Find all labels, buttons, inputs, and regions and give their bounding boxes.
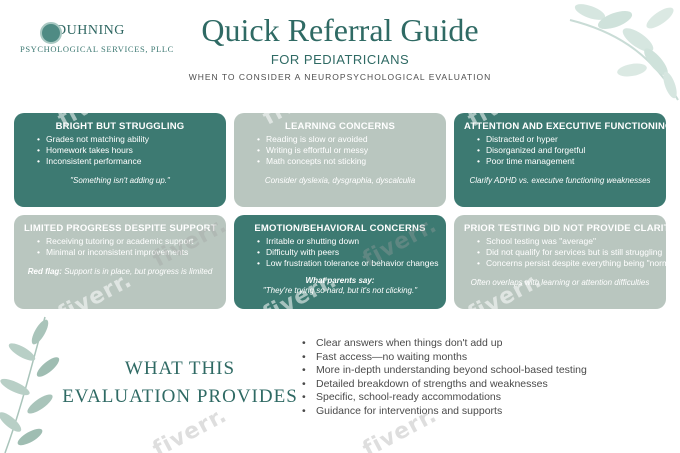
list-item: Clear answers when things don't add up — [300, 337, 587, 351]
card-list: Receiving tutoring or academic support M… — [24, 236, 216, 258]
list-item: Detailed breakdown of strengths and weak… — [300, 378, 587, 392]
card-title: LIMITED PROGRESS DESPITE SUPPORT — [24, 223, 217, 234]
card-footer: Consider dyslexia, dysgraphia, dyscalcul… — [264, 176, 416, 185]
logo: DUHNING PSYCHOLOGICAL SERVICES, PLLC — [20, 22, 174, 54]
red-flag-text: Support is in place, but progress is lim… — [61, 267, 213, 276]
card-title: EMOTION/BEHAVIORAL CONCERNS — [254, 223, 426, 234]
page-tagline: WHEN TO CONSIDER A NEUROPSYCHOLOGICAL EV… — [188, 72, 492, 82]
evaluation-title-line1: WHAT THIS — [124, 358, 236, 379]
parents-say-quote: "They're trying so hard, but it's not cl… — [262, 286, 418, 295]
evaluation-list: Clear answers when things don't add up F… — [300, 337, 587, 419]
list-item: Fast access—no waiting months — [300, 351, 587, 365]
card-list: Distracted or hyper Disorganized and for… — [464, 134, 656, 167]
list-item: Poor time management — [477, 156, 656, 167]
card-footer: Clarify ADHD vs. executve functioning we… — [469, 176, 651, 185]
card-prior-testing: PRIOR TESTING DID NOT PROVIDE CLARITY Sc… — [454, 215, 679, 309]
list-item: Did not qualify for services but is stil… — [477, 247, 662, 258]
list-item: Disorganized and forgetful — [477, 145, 656, 156]
card-title: PRIOR TESTING DID NOT PROVIDE CLARITY — [464, 223, 677, 234]
card-attention-executive: ATTENTION AND EXECUTIVE FUNCTIONING Dist… — [454, 113, 673, 207]
logo-subtitle: PSYCHOLOGICAL SERVICES, PLLC — [20, 44, 174, 54]
card-list: School testing was "average" Did not qua… — [464, 236, 679, 269]
list-item: Writing is effortful or messy — [257, 145, 436, 156]
card-title: ATTENTION AND EXECUTIVE FUNCTIONING — [464, 121, 673, 132]
list-item: School testing was "average" — [477, 236, 656, 247]
card-learning-concerns: LEARNING CONCERNS Reading is slow or avo… — [234, 113, 446, 207]
list-item: Grades not matching ability — [37, 134, 216, 145]
list-item: Minimal or inconsistent improvements — [37, 247, 216, 258]
list-item: Receiving tutoring or academic support — [37, 236, 216, 247]
list-item: Irritable or shutting down — [257, 236, 436, 247]
card-footer: Red flag: Support is in place, but progr… — [24, 266, 216, 277]
red-flag-label: Red flag: — [27, 267, 62, 276]
leaf-branch-top-right-icon — [569, 4, 679, 101]
logo-name: DUHNING — [56, 23, 125, 38]
card-bright-but-struggling: BRIGHT BUT STRUGGLING Grades not matchin… — [14, 113, 226, 207]
list-item: Low frustration tolerance or behavior ch… — [257, 258, 438, 269]
list-item: Homework takes hours — [37, 145, 216, 156]
card-list: Reading is slow or avoided Writing is ef… — [244, 134, 436, 167]
evaluation-title-line2: EVALUATION PROVIDES — [62, 386, 298, 407]
list-item: Inconsistent performance — [37, 156, 216, 167]
card-footer: Often overlaps with learning or attentio… — [470, 278, 650, 287]
list-item: Math concepts not sticking — [257, 156, 436, 167]
list-item: Reading is slow or avoided — [257, 134, 436, 145]
card-list: Grades not matching ability Homework tak… — [24, 134, 216, 167]
list-item: More in-depth understanding beyond schoo… — [300, 364, 587, 378]
list-item: Guidance for interventions and supports — [300, 405, 587, 419]
card-title: LEARNING CONCERNS — [284, 121, 395, 132]
list-item: Specific, school-ready accommodations — [300, 391, 587, 405]
card-footer: "Something isn't adding up." — [70, 176, 170, 185]
evaluation-title: WHAT THIS EVALUATION PROVIDES — [60, 355, 300, 411]
card-emotion-behavioral: EMOTION/BEHAVIORAL CONCERNS Irritable or… — [234, 215, 446, 309]
list-item: Concerns persist despite everything bein… — [477, 258, 679, 269]
card-title: BRIGHT BUT STRUGGLING — [55, 121, 185, 132]
logo-emblem-icon — [40, 22, 62, 44]
card-limited-progress: LIMITED PROGRESS DESPITE SUPPORT Receivi… — [14, 215, 226, 309]
list-item: Distracted or hyper — [477, 134, 656, 145]
parents-say-label: What parents say: — [305, 276, 375, 285]
page-title: Quick Referral Guide — [201, 12, 479, 48]
page-subtitle: FOR PEDIATRICIANS — [270, 52, 410, 67]
list-item: Difficulty with peers — [257, 247, 436, 258]
card-list: Irritable or shutting down Difficulty wi… — [244, 236, 438, 269]
